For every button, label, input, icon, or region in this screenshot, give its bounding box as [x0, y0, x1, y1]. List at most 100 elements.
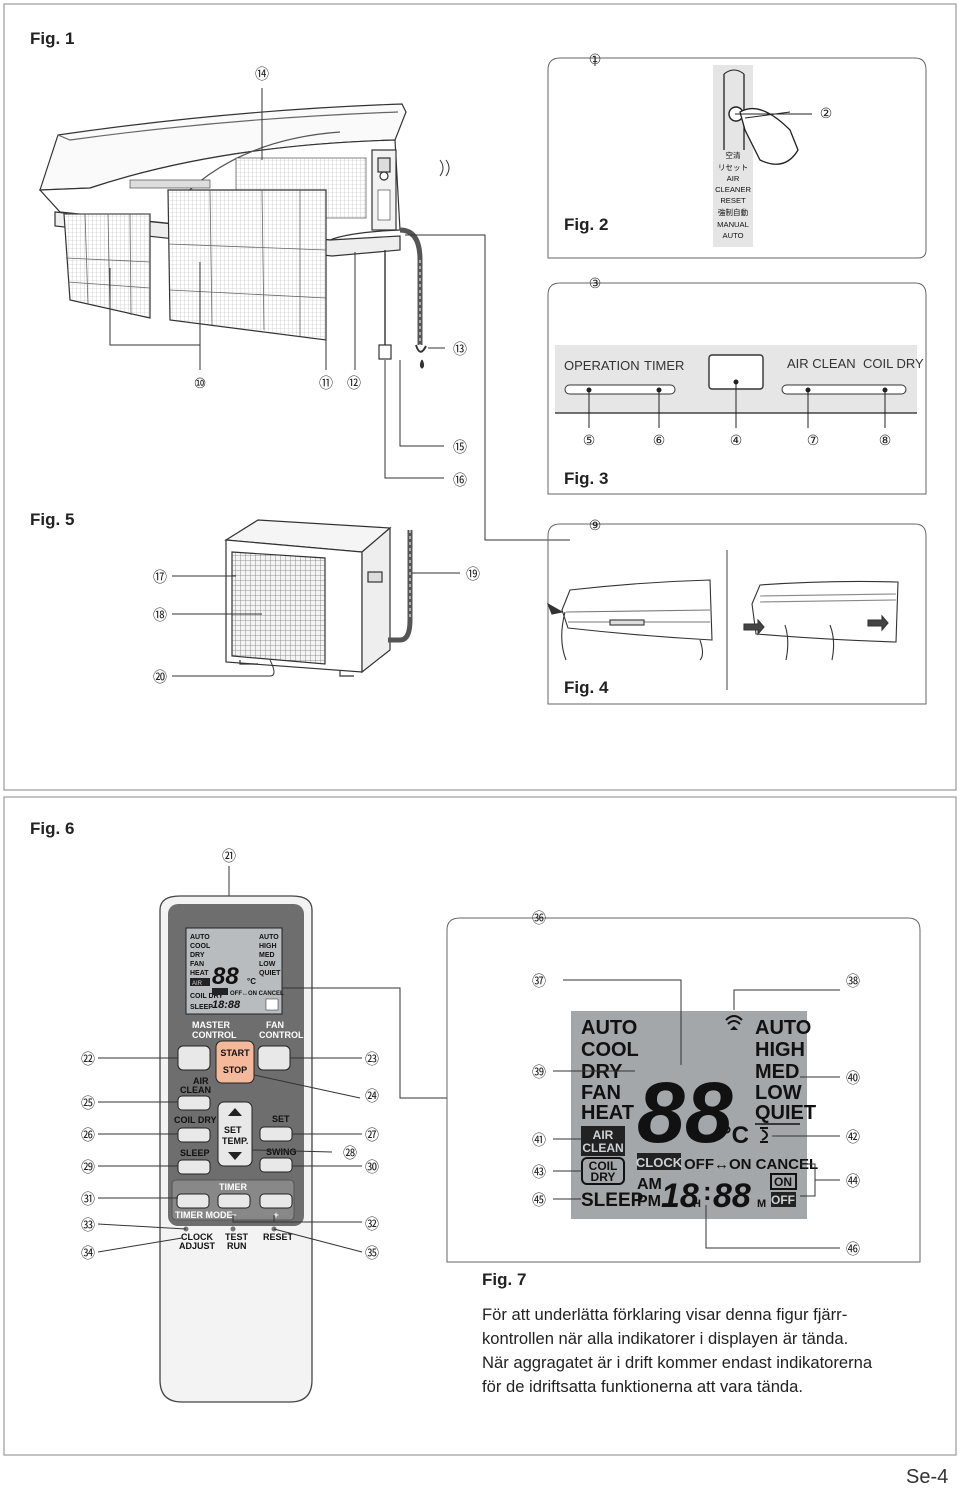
mode-indicators: AUTO COOL DRY FAN HEAT — [581, 1017, 639, 1124]
hour-digits: 18 — [661, 1177, 699, 1215]
callout-27: ㉗ — [365, 1127, 379, 1143]
callout-42: ㊷ — [846, 1129, 860, 1145]
air-clean-label-2: CLEAN — [180, 1085, 211, 1095]
svg-text:COIL DRY: COIL DRY — [190, 993, 223, 1000]
svg-text:QUIET: QUIET — [259, 970, 281, 977]
master-control-label: MASTER — [192, 1020, 231, 1030]
off-label: OFF — [771, 1193, 795, 1207]
label-line: AIR — [727, 174, 740, 183]
callout-11: ⑪ — [319, 375, 333, 391]
set-button[interactable] — [259, 1126, 293, 1142]
timer-minus-button[interactable] — [217, 1193, 251, 1209]
timer-lamp-label: TIMER — [644, 358, 684, 373]
callout-12: ⑫ — [347, 375, 361, 391]
break-mark — [439, 159, 450, 177]
air-clean-label: AIR — [193, 1076, 209, 1086]
coil-dry-line1: COIL — [589, 1159, 618, 1173]
sleep-indicator: SLEEP — [581, 1190, 644, 1211]
callout-36: ㊱ — [532, 910, 546, 926]
outdoor-unit-drawing — [224, 519, 413, 677]
callout-5: ⑤ — [583, 432, 596, 448]
fig7-leaders — [553, 979, 840, 1249]
callout-8: ⑧ — [879, 432, 892, 448]
on-indicator — [770, 1173, 797, 1190]
callout-44: ㊹ — [846, 1173, 860, 1189]
operation-lamp — [564, 384, 676, 395]
callout-17: ⑰ — [153, 569, 167, 585]
callout-3: ③ — [589, 275, 602, 291]
timer-plus-button[interactable] — [259, 1193, 293, 1209]
page-number: Se-4 — [906, 1466, 949, 1488]
callout-6: ⑥ — [653, 432, 666, 448]
indoor-unit-drawing — [38, 103, 427, 369]
air-clean-indicator — [581, 1126, 625, 1156]
fig6-leaders — [97, 987, 447, 1253]
fig7-frame — [446, 917, 921, 1263]
clock-indicator — [637, 1153, 681, 1170]
fan-control-label-2: CONTROL — [259, 1030, 304, 1040]
caption-line: kontrollen när alla indikatorer i displa… — [482, 1329, 849, 1348]
callout-35: ㉟ — [365, 1245, 379, 1261]
callout-45: ㊺ — [532, 1192, 546, 1208]
plus-label: + — [273, 1210, 278, 1220]
fig7-caption: För att underlätta förklaring visar denn… — [482, 1303, 922, 1399]
air-clean-line1: AIR — [593, 1128, 614, 1142]
hour-unit: H — [693, 1198, 701, 1210]
set-label: SET — [272, 1114, 290, 1124]
air-clean-button[interactable] — [177, 1095, 211, 1111]
stop-label: STOP — [223, 1065, 247, 1075]
start-label: START — [220, 1048, 250, 1058]
svg-text:LOW: LOW — [259, 961, 276, 968]
coil-dry-label: COIL DRY — [174, 1115, 217, 1125]
set-temp-button[interactable] — [217, 1101, 253, 1167]
fig4-right-unit — [743, 580, 899, 661]
callout-16: ⑯ — [453, 472, 467, 488]
caption-line: För att underlätta förklaring visar denn… — [482, 1305, 848, 1324]
clock-label: CLOCK — [636, 1155, 683, 1170]
lcd-display-large: AUTO COOL DRY FAN HEAT AUTO HIGH MED LOW… — [571, 1011, 818, 1219]
svg-text:MED: MED — [259, 952, 275, 959]
callout-29: ㉙ — [81, 1159, 95, 1175]
fig2-label-text: 空清 リセット AIR CLEANER RESET 強制自動 MANUAL AU… — [715, 150, 751, 240]
fig3-title: Fig. 3 — [564, 469, 608, 488]
label-line: 空清 — [725, 150, 741, 160]
minute-digits: 88 — [713, 1177, 751, 1215]
pm-indicator: PM — [637, 1193, 661, 1210]
fan-auto: AUTO — [755, 1017, 811, 1039]
fig6-callouts: ㉒ ㉕ ㉖ ㉙ ㉛ ㉝ ㉞ ㉓ ㉔ ㉗ ㉘ ㉚ ㉜ ㉟ — [81, 1051, 379, 1261]
callout-46: ㊻ — [846, 1241, 860, 1257]
callout-9: ⑨ — [589, 517, 602, 533]
mode-heat: HEAT — [581, 1102, 634, 1124]
swing-button[interactable] — [259, 1157, 293, 1173]
callout-30: ㉚ — [365, 1159, 379, 1175]
label-line: AUTO — [723, 231, 744, 240]
fig2-reset-button-drawing — [713, 65, 812, 247]
label-line: CLEANER — [715, 185, 751, 194]
coil-dry-lamp-label: COIL DRY — [863, 356, 924, 371]
callout-19: ⑲ — [466, 566, 480, 582]
reset-label: RESET — [263, 1232, 294, 1242]
start-stop-button[interactable] — [215, 1040, 255, 1084]
svg-text:OFF↔ON CANCEL: OFF↔ON CANCEL — [230, 991, 284, 997]
air-clean-lamp-label: AIR CLEAN — [787, 356, 856, 371]
timer-mode-button[interactable] — [176, 1193, 210, 1209]
callout-24: ㉔ — [365, 1088, 379, 1104]
svg-text:HEAT: HEAT — [190, 970, 209, 977]
fan-control-button[interactable] — [257, 1045, 291, 1071]
callout-4: ④ — [730, 432, 743, 448]
clock-adjust-label-2: ADJUST — [179, 1241, 216, 1251]
master-control-button[interactable] — [177, 1045, 211, 1071]
sleep-button[interactable] — [177, 1159, 211, 1175]
mode-auto: AUTO — [581, 1017, 637, 1039]
fig1-title: Fig. 1 — [30, 29, 74, 48]
coil-dry-button[interactable] — [177, 1127, 211, 1143]
callout-14: ⑭ — [255, 66, 269, 82]
fig2-frame — [547, 57, 927, 259]
label-line: リセット — [718, 163, 748, 172]
set-temp-label-2: TEMP. — [222, 1136, 248, 1146]
fig1-callouts: ⑭ ⑩ ⑪ ⑫ ⑬ ⑮ ⑯ — [194, 66, 467, 488]
callout-13: ⑬ — [453, 341, 467, 357]
callout-7: ⑦ — [807, 432, 820, 448]
callout-26: ㉖ — [81, 1127, 95, 1143]
